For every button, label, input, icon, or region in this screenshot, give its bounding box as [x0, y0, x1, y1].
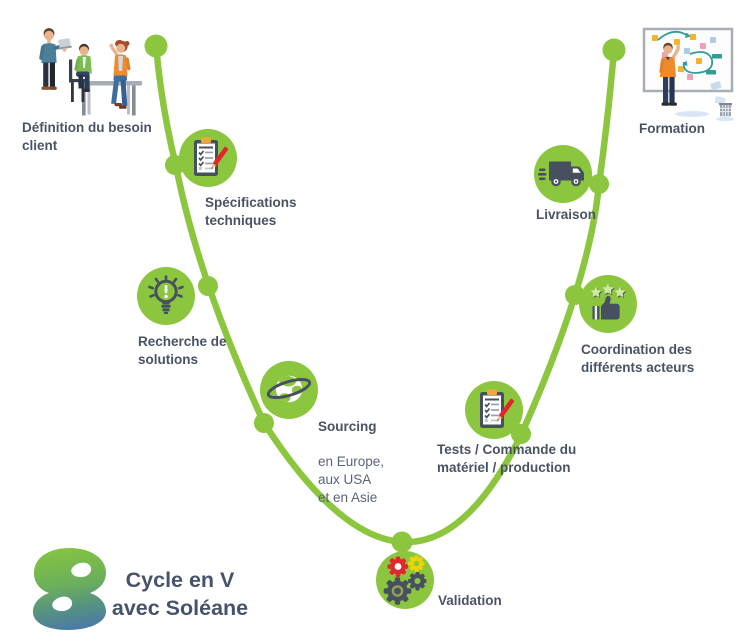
step-label-formation: Formation: [639, 121, 705, 136]
step-label-validation: Validation: [438, 593, 502, 608]
step-node-recherche: [137, 267, 195, 325]
sourcing-title: Sourcing: [318, 418, 377, 434]
diagram-title: Cycle en V avec Soléane: [111, 568, 249, 620]
step-node-specifications: [179, 129, 237, 187]
step-label-sourcing: Sourcing en Europe, aux USA et en Asie: [318, 400, 384, 525]
step-label-tests: Tests / Commande du matériel / productio…: [437, 442, 577, 475]
step-label-recherche: Recherche de solutions: [138, 334, 227, 367]
delivery-truck-icon: [538, 161, 584, 187]
gears-icon: [383, 555, 427, 605]
step-label-livraison: Livraison: [536, 207, 597, 222]
team-meeting-illustration: [39, 28, 142, 116]
arrow-doodles: [657, 30, 714, 74]
lightbulb-icon: [148, 275, 184, 314]
stars: [590, 283, 627, 298]
step-node-sourcing: [260, 361, 318, 419]
step-node-validation: [376, 551, 434, 609]
thumbs-up-stars-icon: [590, 283, 627, 320]
checklist-pencil-icon: [479, 388, 514, 429]
checklist-pencil-icon: [194, 137, 228, 176]
step-label-specifications: Spécifications techniques: [205, 195, 297, 228]
step-label-coordination: Coordination des différents acteurs: [581, 342, 695, 375]
sourcing-subtitle: en Europe, aux USA et en Asie: [318, 454, 385, 506]
step-node-tests: [465, 381, 523, 439]
whiteboard-training-illustration: [642, 27, 734, 122]
step-node-livraison: [534, 145, 592, 203]
step-label-definition: Définition du besoin client: [22, 120, 152, 153]
soleane-logo: [33, 548, 106, 630]
sticky-notes: [652, 34, 722, 80]
globe-orbit-icon: [266, 375, 312, 403]
step-node-coordination: [579, 275, 637, 333]
